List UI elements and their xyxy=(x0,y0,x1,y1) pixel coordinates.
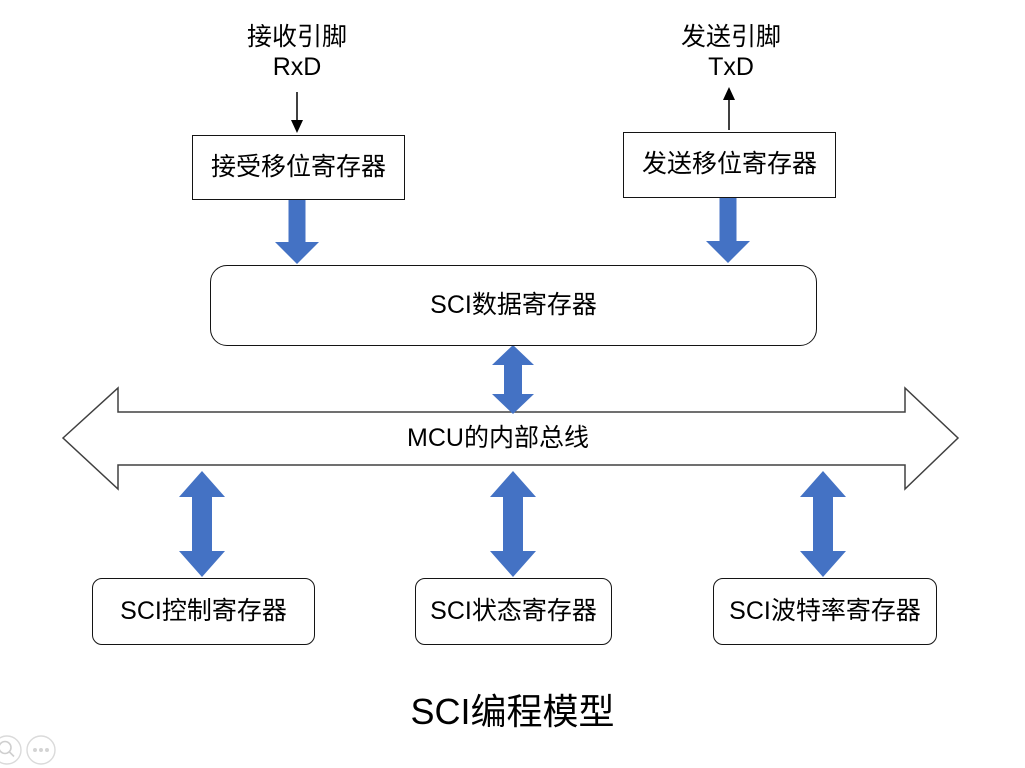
tx-pin-name: TxD xyxy=(708,53,754,81)
rx-pin-label-text: 接收引脚 xyxy=(246,23,347,51)
blue-arrow-transmit-to-data xyxy=(706,196,750,263)
sci-baud-register-label: SCI波特率寄存器 xyxy=(729,596,921,625)
magnifier-icon xyxy=(0,740,15,758)
zoom-control-button[interactable] xyxy=(0,735,22,765)
black-arrow-tx xyxy=(723,87,735,130)
box-sci-status-register: SCI状态寄存器 xyxy=(415,578,612,645)
rx-pin-name: RxD xyxy=(272,53,322,81)
double-arrow-data-bus xyxy=(492,345,534,414)
box-sci-control-register: SCI控制寄存器 xyxy=(92,578,315,645)
rx-pin-label: 接收引脚 RxD xyxy=(197,22,397,82)
receive-shift-register-label: 接受移位寄存器 xyxy=(210,152,386,181)
ellipsis-icon xyxy=(33,748,49,752)
box-sci-baud-register: SCI波特率寄存器 xyxy=(713,578,937,645)
double-arrow-bus-control xyxy=(179,471,225,577)
bus-label: MCU的内部总线 xyxy=(407,424,589,452)
more-options-button[interactable] xyxy=(26,735,56,765)
box-transmit-shift-register: 发送移位寄存器 xyxy=(623,132,836,198)
transmit-shift-register-label: 发送移位寄存器 xyxy=(641,150,817,179)
sci-data-register-label: SCI数据寄存器 xyxy=(430,290,597,319)
sci-control-register-label: SCI控制寄存器 xyxy=(120,596,287,625)
double-arrow-bus-status xyxy=(490,471,536,577)
tx-pin-label-text: 发送引脚 xyxy=(680,23,781,51)
box-receive-shift-register: 接受移位寄存器 xyxy=(192,135,405,200)
black-arrow-rx xyxy=(291,92,303,133)
box-sci-data-register: SCI数据寄存器 xyxy=(210,265,817,346)
double-arrow-bus-baud xyxy=(800,471,846,577)
blue-arrow-receive-to-data xyxy=(275,198,319,264)
corner-controls xyxy=(0,735,56,765)
diagram-title: SCI编程模型 xyxy=(410,691,615,732)
sci-status-register-label: SCI状态寄存器 xyxy=(430,596,597,625)
tx-pin-label: 发送引脚 TxD xyxy=(631,22,831,82)
